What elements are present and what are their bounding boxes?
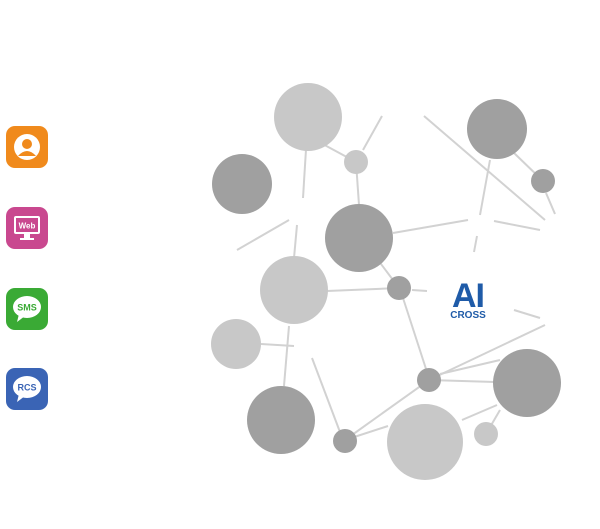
user-profile-icon (14, 134, 40, 160)
sms-app-button[interactable]: SMS (6, 288, 48, 330)
network-node (212, 154, 272, 214)
network-node (387, 404, 463, 480)
profile-app-button[interactable] (6, 126, 48, 168)
network-line (402, 297, 428, 373)
network-node (417, 368, 441, 392)
network-node (467, 99, 527, 159)
network-line (428, 324, 546, 381)
network-line (344, 379, 430, 441)
rcs-app-button[interactable]: RCS (6, 368, 48, 410)
network-line (545, 192, 556, 215)
network-node (260, 256, 328, 324)
network-node (531, 169, 555, 193)
network-line (326, 287, 400, 292)
logo-ai-text: AI (452, 277, 484, 315)
network-node (474, 422, 498, 446)
network-line (392, 219, 469, 234)
network-line (493, 220, 541, 231)
network-line (411, 289, 428, 292)
network-line (473, 235, 478, 253)
network-node (344, 150, 368, 174)
rcs-bubble-icon: RCS (13, 376, 41, 402)
network-node (493, 349, 561, 417)
network-line (311, 357, 344, 441)
ai-cross-logo: AI CROSS (450, 277, 486, 321)
web-icon-label: Web (19, 222, 36, 231)
network-node (325, 204, 393, 272)
network-line (461, 404, 498, 421)
network-line (513, 309, 541, 319)
network-line (362, 115, 383, 151)
network-nodes (211, 83, 561, 480)
network-line (236, 219, 290, 251)
web-app-button[interactable]: Web (6, 207, 48, 249)
network-line (260, 343, 295, 347)
network-node (387, 276, 411, 300)
network-node (211, 319, 261, 369)
network-line (283, 325, 290, 387)
network-line (293, 224, 298, 259)
network-node (274, 83, 342, 151)
rcs-icon-label: RCS (17, 383, 36, 393)
network-line (423, 115, 546, 221)
sms-icon-label: SMS (17, 303, 37, 313)
network-line (479, 159, 491, 216)
network-node (247, 386, 315, 454)
logo-cross-text: CROSS (450, 310, 486, 321)
network-line (439, 359, 501, 375)
web-monitor-icon: Web (14, 216, 40, 240)
network-node (333, 429, 357, 453)
sms-bubble-icon: SMS (13, 296, 41, 322)
